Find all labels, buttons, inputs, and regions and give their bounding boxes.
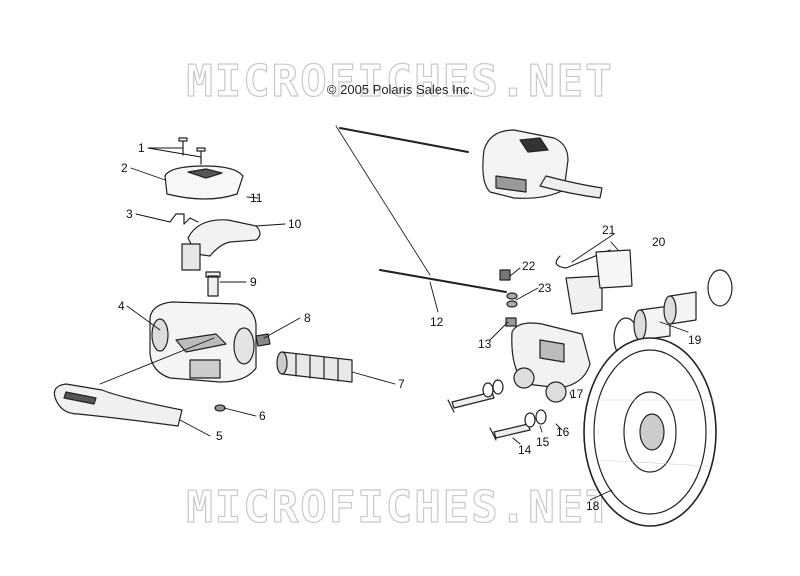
part-3-spring bbox=[169, 213, 199, 225]
callout-labels: 1 2 3 4 5 6 7 8 9 10 11 12 13 14 15 16 1… bbox=[118, 141, 702, 513]
part-10-throttle-arm bbox=[181, 219, 261, 271]
callout-11: 11 bbox=[250, 191, 263, 205]
part-7-sleeve bbox=[276, 351, 353, 383]
callout-21: 21 bbox=[602, 223, 616, 237]
part-12-brake-line bbox=[335, 125, 507, 293]
callout-9: 9 bbox=[250, 275, 257, 289]
callout-15: 15 bbox=[536, 435, 550, 449]
part-6-clip bbox=[214, 404, 226, 412]
copyright-notice: © 2005 Polaris Sales Inc. bbox=[326, 82, 474, 97]
callout-18: 18 bbox=[586, 499, 600, 513]
part-15-washers bbox=[482, 382, 536, 428]
part-2-cover bbox=[164, 165, 244, 200]
callout-5: 5 bbox=[216, 429, 223, 443]
callout-20: 20 bbox=[652, 235, 666, 249]
watermark-bottom: MICROFICHES.NET bbox=[186, 481, 614, 533]
callout-16: 16 bbox=[556, 425, 570, 439]
part-14-bolts bbox=[447, 391, 531, 441]
callout-17: 17 bbox=[570, 387, 584, 401]
part-16-washers bbox=[492, 379, 547, 425]
callout-4: 4 bbox=[118, 299, 125, 313]
callout-22: 22 bbox=[522, 259, 536, 273]
part-13-bolt bbox=[505, 317, 517, 327]
callout-10: 10 bbox=[288, 217, 302, 231]
watermark-top: MICROFICHES.NET bbox=[186, 55, 614, 107]
callout-6: 6 bbox=[259, 409, 266, 423]
callout-3: 3 bbox=[126, 207, 133, 221]
part-21-pin bbox=[555, 249, 611, 269]
part-17-caliper bbox=[511, 322, 591, 403]
callout-8: 8 bbox=[304, 311, 311, 325]
leader-lines bbox=[99, 147, 689, 501]
callout-2: 2 bbox=[121, 161, 128, 175]
part-22-bleeder bbox=[499, 269, 511, 281]
master-cylinder bbox=[482, 129, 603, 199]
part-9-pin bbox=[205, 271, 221, 297]
callout-7: 7 bbox=[398, 377, 405, 391]
callout-19: 19 bbox=[688, 333, 702, 347]
callout-13: 13 bbox=[478, 337, 492, 351]
callout-1: 1 bbox=[138, 141, 145, 155]
callout-14: 14 bbox=[518, 443, 532, 457]
callout-12: 12 bbox=[430, 315, 444, 329]
part-20-brake-pads bbox=[565, 249, 633, 315]
part-1-screws bbox=[178, 137, 206, 165]
part-18-brake-disc bbox=[583, 337, 717, 527]
part-23-fittings bbox=[506, 292, 518, 308]
part-5-lever bbox=[53, 383, 183, 427]
callout-23: 23 bbox=[538, 281, 552, 295]
